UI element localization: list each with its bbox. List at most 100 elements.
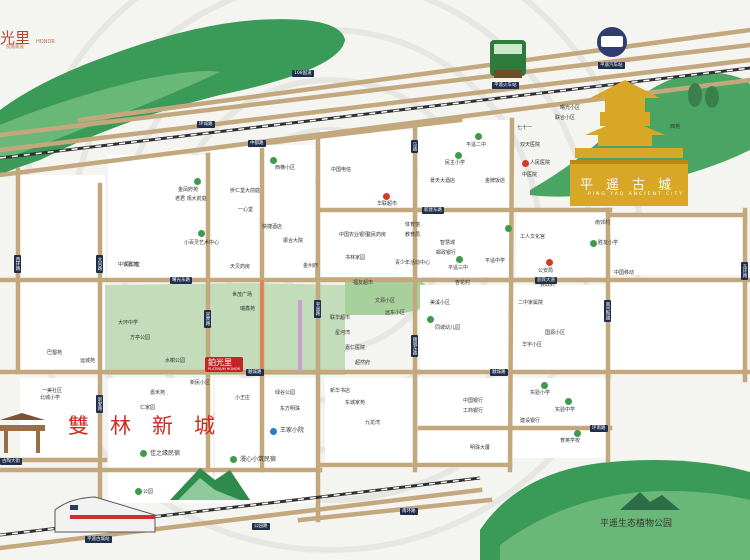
poi-zhenghe: 振合大院 (283, 238, 304, 244)
poi-marker[interactable] (270, 157, 277, 164)
train-icon[interactable] (490, 40, 526, 78)
poi-jiahe: 嘉禾苑 (150, 390, 166, 396)
road-label-huancheng: 环城路 (197, 121, 215, 128)
poi-xinghua: 杏花村 (455, 280, 471, 286)
road-label-yingbin: 迎宾大道 (535, 277, 557, 284)
poi-gongyuan: 公园 (143, 489, 154, 495)
road-label-huannan: 环南路 (590, 425, 608, 432)
poi-pingyaozx: 平遥中学 (485, 258, 506, 264)
poi-yidong: 中国移动 (614, 270, 635, 276)
road-label-datong: 大同路 (96, 255, 103, 273)
poi-manxin: 漫心小筑民宿 (240, 456, 277, 463)
poi-marker[interactable] (546, 259, 553, 266)
poi-qiaocheng: 侨仁堂大前庭 (230, 188, 261, 194)
road-label-xihuan: 西环路 (14, 255, 21, 273)
garden-label: 平遥生态植物公园 (600, 519, 673, 529)
poi-jingtian: 景天大酒店 (430, 178, 456, 184)
poi-marker[interactable] (475, 133, 482, 140)
poi-yuandong: 远东小区 (385, 310, 406, 316)
poi-erzhong: 二中家属院 (518, 300, 544, 306)
poi-kuaijie: 快捷酒店 (262, 224, 283, 230)
ancient-city-label[interactable]: 平遥古城 PING YAO ANCIENT CITY (570, 166, 688, 206)
poi-shuguang: 曙光小区 (560, 105, 581, 111)
poi-marker[interactable] (590, 240, 597, 247)
hsr-station-label[interactable]: 平遥古城站 (85, 536, 112, 543)
poi-guoyuan: 国源小区 (545, 330, 566, 336)
poi-shiyan: 实验中学 (555, 407, 576, 413)
bus-station-label[interactable]: 平遥汽车站 (598, 62, 625, 69)
poi-marker[interactable] (455, 152, 462, 159)
poi-ruixin: 瑞鑫苑 (240, 306, 256, 312)
poi-yuncheng: 运城苑 (80, 358, 96, 364)
road-label-gutao-s: 古陶大街 (0, 458, 22, 465)
poi-marker[interactable] (135, 488, 142, 495)
brand-name: 光里 (0, 29, 31, 47)
poi-marker[interactable] (574, 430, 581, 437)
tree-icon (688, 83, 719, 108)
poi-marker[interactable] (194, 178, 201, 185)
project-marker[interactable]: 鉑光里 PLATINUM HONOR (205, 357, 243, 372)
poi-jinpai: 金牌饭店 (485, 178, 506, 184)
mountain-icon (170, 468, 250, 500)
poi-dongfang: 东方明珠 (280, 406, 301, 412)
poi-marker[interactable] (270, 428, 277, 435)
poi-jiaoyu: 教育局 (405, 232, 421, 238)
poi-marker[interactable] (565, 398, 572, 405)
green-hill-top (0, 19, 345, 175)
poi-marker[interactable] (505, 225, 512, 232)
poi-wenyuan: 文源小区 (375, 298, 396, 304)
poi-marker[interactable] (383, 193, 390, 200)
poi-shizhengfu: 县政府 (540, 282, 556, 288)
road-label-108: 108国道 (292, 70, 314, 77)
green-hill-bottom-light (500, 491, 750, 560)
poi-yuyuan: 育英学校 (560, 438, 581, 444)
poi-jiaren: 嘉仁医院 (345, 345, 366, 351)
poi-nanjiao: 南郊村 (595, 220, 611, 226)
poi-xiyuan: 西苑 (670, 124, 681, 130)
ancient-city-en: PING YAO ANCIENT CITY (588, 192, 684, 197)
poi-marker[interactable] (456, 256, 463, 263)
road-label-yingxian: 迎宾路 (204, 310, 211, 328)
gate-arch-icon (0, 413, 45, 453)
road-label-shuguang: 曙光东路 (170, 277, 192, 284)
poi-marker[interactable] (198, 230, 205, 237)
poi-marker[interactable] (541, 382, 548, 389)
poi-jiayuan: 佳之缘民宿 (150, 450, 181, 457)
road-label-shuncheng-w: 顺城路 (246, 369, 264, 376)
road-label-gongyuan: 公园路 (252, 523, 270, 530)
hsr-train-icon[interactable] (54, 496, 156, 533)
poi-hualian: 华联超市 (377, 201, 398, 207)
poi-marker[interactable] (522, 160, 529, 167)
poi-beicheng: 北城小学 (40, 395, 61, 401)
poi-yimei: 一美社区 (42, 388, 63, 394)
poi-dahuan: 大环中学 (118, 320, 139, 326)
poi-xinmin: 新民小区 (190, 380, 211, 386)
bus-icon[interactable] (597, 27, 627, 57)
poi-zhongtie: 中铁嘉苑 (118, 262, 139, 268)
poi-fangting: 方亭公园 (130, 335, 151, 341)
train-station-label[interactable]: 平遥火车站 (492, 82, 519, 89)
ancient-city-tower-icon[interactable] (570, 80, 688, 206)
poi-marker[interactable] (427, 316, 434, 323)
poi-marker[interactable] (140, 450, 147, 457)
poi-xiaowang: 小王庄 (235, 395, 251, 401)
poi-youzheng: 邮政银行 (436, 250, 457, 256)
poi-wangjia: 王家小院 (280, 427, 305, 434)
poi-shuixie: 水榭公园 (165, 358, 186, 364)
road-label-pingdong: 平遥路 (314, 300, 321, 318)
poi-tianbei: 天贝药房 (230, 264, 251, 270)
poi-tiyu: 体育馆 (405, 222, 421, 228)
project-name: 鉑光里 (208, 358, 232, 367)
poi-lvgu: 绿谷公园 (275, 390, 296, 396)
poi-marker[interactable] (230, 456, 237, 463)
poi-yixin: 一心堂 (238, 207, 254, 213)
poi-xiheng: 西横小区 (275, 165, 296, 171)
poi-tongcheng: 同城幼儿园 (435, 325, 461, 331)
poi-gongren: 工人文化宫 (520, 234, 546, 240)
poi-laoge: 老君 观大前庭 (175, 196, 207, 202)
poi-jinfeng: 金凤府苑 (178, 187, 199, 193)
poi-meixi: 美溪小区 (430, 300, 451, 306)
poi-shuangtian: 双天医院 (520, 142, 541, 148)
